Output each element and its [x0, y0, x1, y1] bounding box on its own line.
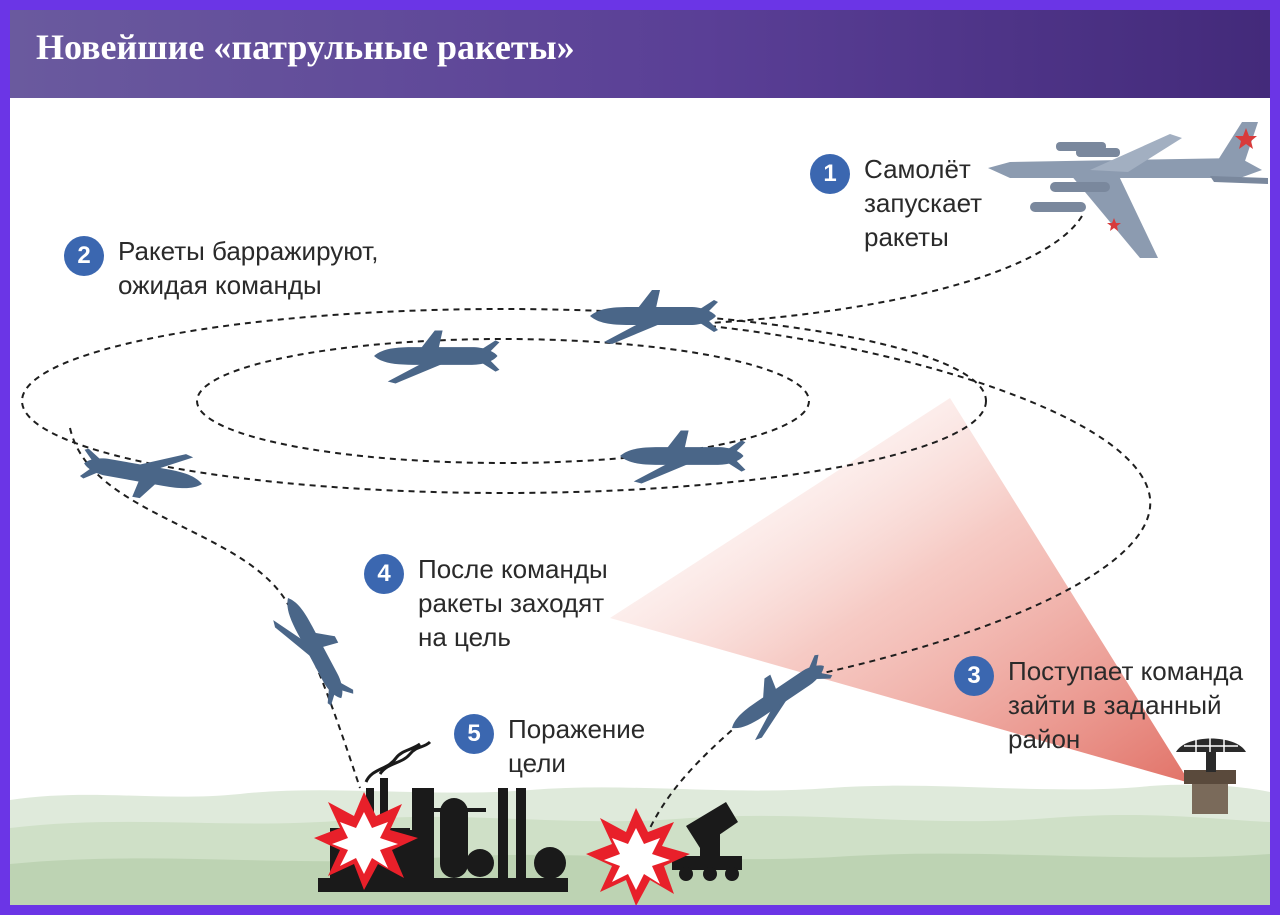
step-5-line-2: цели [508, 748, 566, 778]
step-2-badge: 2 [64, 236, 104, 276]
step-1-line-3: ракеты [864, 222, 949, 252]
diagram-scene: 1 Самолёт запускает ракеты 2 Ракеты барр… [10, 98, 1270, 905]
step-3-badge: 3 [954, 656, 994, 696]
step-2-line-2: ожидая команды [118, 270, 322, 300]
step-4-line-1: После команды [418, 554, 608, 584]
step-3-line-3: район [1008, 724, 1081, 754]
step-4-line-2: ракеты заходят [418, 588, 605, 618]
step-4-line-3: на цель [418, 622, 511, 652]
step-4-badge: 4 [364, 554, 404, 594]
step-3-line-2: зайти в заданный [1008, 690, 1222, 720]
step-2-line-1: Ракеты барражируют, [118, 236, 379, 266]
step-5-line-1: Поражение [508, 714, 646, 744]
step-1-line-1: Самолёт [864, 154, 971, 184]
step-1-line-2: запускает [864, 188, 983, 218]
step-5-badge: 5 [454, 714, 494, 754]
page-title: Новейшие «патрульные ракеты» [36, 27, 575, 67]
diagram-graphics [10, 122, 1270, 905]
step-1-badge: 1 [810, 154, 850, 194]
step-3-line-1: Поступает команда [1008, 656, 1244, 686]
header-bar: Новейшие «патрульные ракеты» [10, 10, 1270, 98]
